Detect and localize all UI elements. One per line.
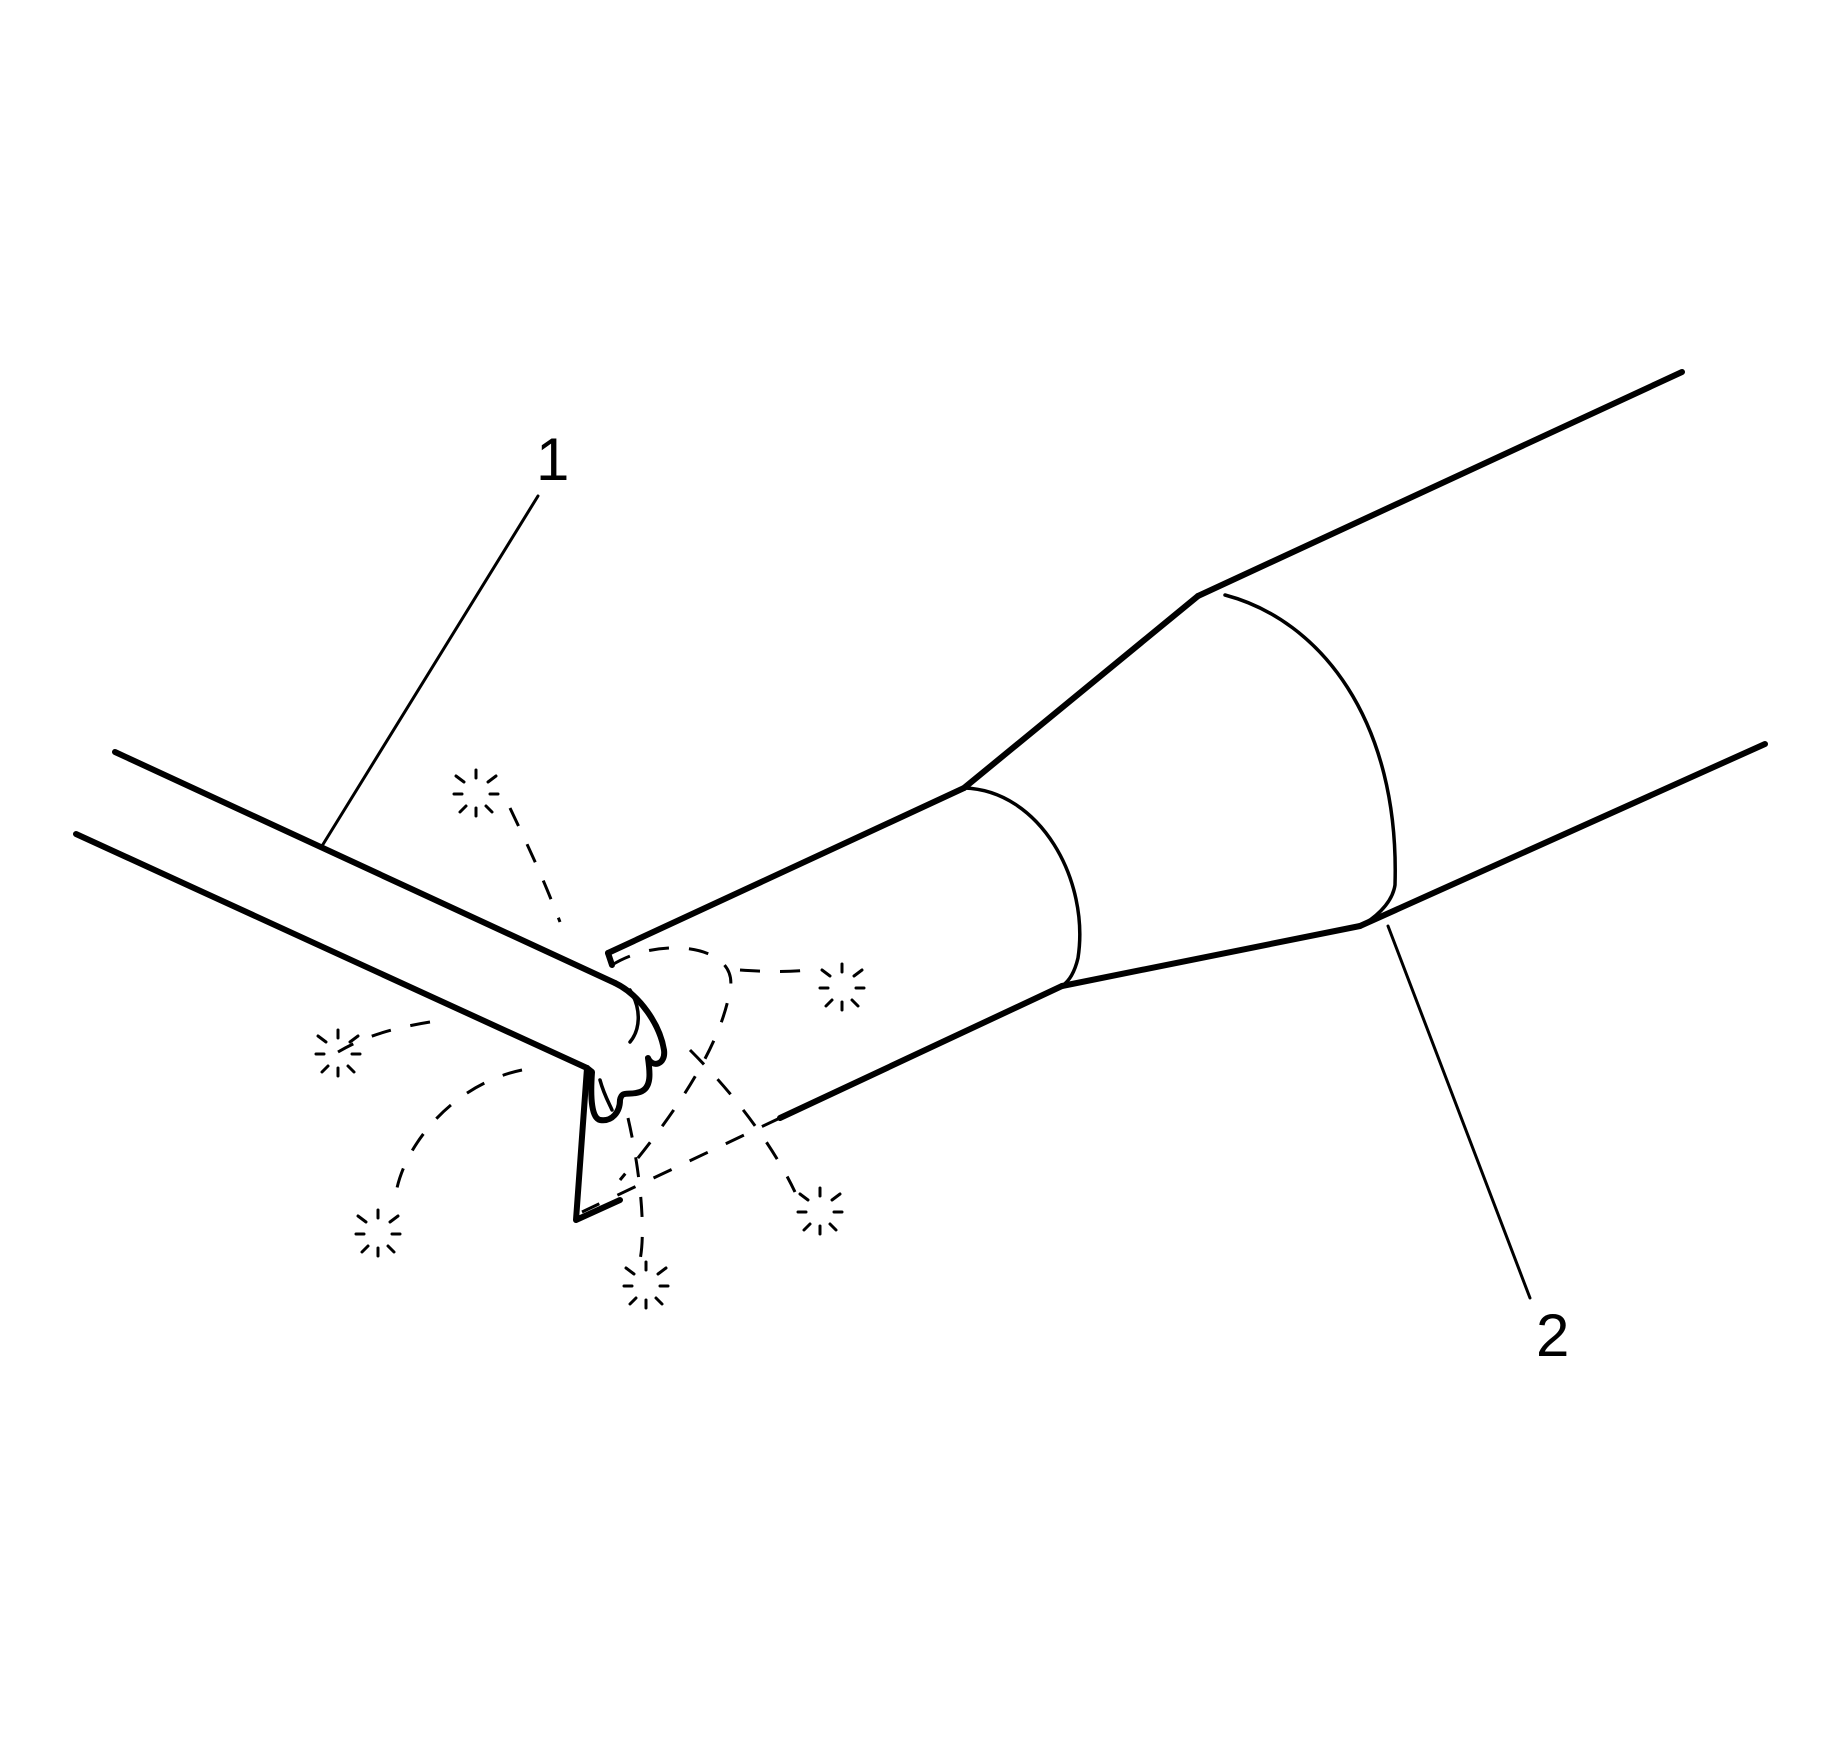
tool-cone-upper-edge (961, 593, 1201, 791)
callout-1-leader-line (320, 494, 540, 848)
tool-cone-lower-edge (1059, 923, 1363, 989)
tool-tip-ring (962, 786, 1082, 988)
spark-trail-upper (508, 807, 562, 923)
hidden-lines (337, 807, 809, 1261)
tool-tip-hidden-ellipse (611, 946, 733, 1181)
rod-fray-strand-1 (628, 988, 640, 1044)
rod-lower-edge (73, 831, 590, 1071)
tool-tip-lower-edge (777, 983, 1065, 1121)
callout-label-2: 2 (1536, 1302, 1570, 1369)
spark-trail-lower-left (393, 1068, 523, 1201)
rod-frayed-end (584, 980, 668, 1124)
spark-bursts (314, 768, 866, 1310)
tool-tip-hidden-lower-edge (581, 1116, 781, 1214)
component-1-rod (73, 749, 668, 1223)
tool-shaft-lower-edge (1357, 741, 1768, 929)
spark-burst-icon (796, 1186, 844, 1236)
tool-shoulder-ring (1223, 593, 1397, 928)
tool-tip-upper-edge (605, 785, 967, 956)
spark-trail-down (626, 1117, 644, 1261)
spark-burst-icon (622, 1260, 670, 1310)
spark-trail-lower-right (688, 1048, 797, 1193)
callout-2-leader-line (1386, 924, 1532, 1300)
tool-shaft-upper-edge (1195, 369, 1685, 599)
callout-label-1: 1 (536, 426, 570, 493)
rod-upper-edge (112, 749, 618, 986)
spark-burst-icon (452, 768, 500, 818)
component-2-tool (605, 369, 1768, 1121)
spark-burst-icon (314, 1028, 362, 1078)
spark-trail-right (739, 968, 809, 973)
spark-burst-icon (818, 962, 866, 1012)
rod-fray-strand-2 (598, 1078, 614, 1112)
spark-trail-left (337, 1020, 431, 1054)
spark-burst-icon (354, 1208, 402, 1258)
tool-tip-end (605, 950, 615, 968)
rod-insertion-point (573, 1065, 623, 1223)
